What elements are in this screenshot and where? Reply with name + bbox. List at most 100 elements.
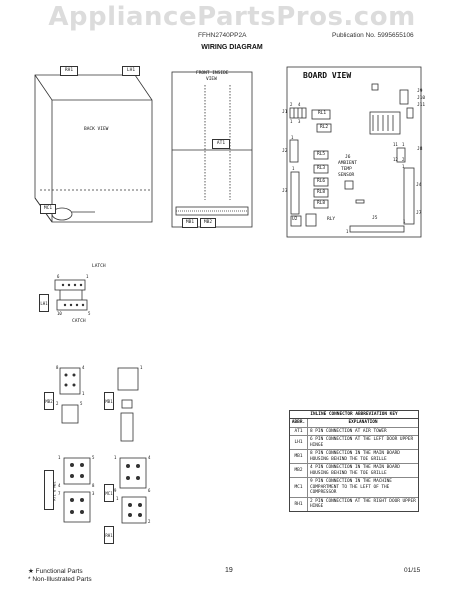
mc1-badge: MC1	[40, 204, 56, 214]
footer-functional-parts: ★ Functional Parts	[28, 568, 83, 575]
board-view-title: BOARD VIEW	[303, 71, 352, 80]
connector-j11: J11	[417, 103, 426, 108]
mb2-plug	[59, 367, 81, 395]
pin-label: 5	[88, 311, 91, 316]
key-explanation: 8 PIN CONNECTION AT AIR TOWER	[310, 428, 387, 434]
pin-label: 1	[292, 166, 295, 171]
pin-label: 1	[114, 455, 117, 460]
model-number: FFHN2740PP2A	[198, 32, 247, 39]
front-view-label-1: FRONT INSIDE	[196, 71, 229, 76]
pin-label: 1	[346, 229, 349, 234]
pin-label: 6	[57, 274, 60, 279]
connector-j4: J4	[416, 183, 422, 188]
connector-j1: J1	[282, 110, 288, 115]
pin-label: 1	[58, 455, 61, 460]
catch-label: CATCH	[72, 319, 86, 324]
publication-number: Publication No. 5995655106	[332, 32, 414, 39]
at1-badge: AT1	[212, 139, 230, 149]
pin-label: 9	[114, 488, 117, 493]
connector-j8: J8	[417, 147, 423, 152]
pin-label: 3	[92, 491, 95, 496]
table-row: RH1 2 PIN CONNECTION AT THE RIGHT DOOR U…	[290, 497, 418, 511]
pin-label: 8	[92, 483, 95, 488]
key-explanation: 9 PIN CONNECTION IN THE MACHINE COMPARTM…	[310, 479, 392, 495]
pin-label: 3	[298, 119, 301, 124]
table-row: MB1 8 PIN CONNECTION IN THE MAIN BOARD H…	[290, 450, 418, 464]
at1-mb1-detail-badge: AT1 & MB1	[44, 470, 57, 510]
pin-label: 8	[56, 365, 59, 370]
key-abbr: MB1	[290, 450, 308, 463]
key-col-abbr: ABBR.	[290, 419, 308, 427]
connector-j2: J2	[282, 149, 288, 154]
pin-label: 4	[148, 455, 151, 460]
relay-rl1: RL1	[318, 111, 327, 116]
ambient-label: AMBIENT	[338, 161, 357, 166]
pin-label: 1	[140, 365, 143, 370]
lh1-plug-top	[54, 279, 86, 291]
rly-label: RLY	[327, 217, 336, 222]
page-title: WIRING DIAGRAM	[201, 44, 263, 51]
key-explanation: 4 PIN CONNECTION IN THE MAIN BOARD HOUSI…	[310, 465, 400, 476]
connector-j3: J3	[282, 189, 288, 194]
at1-mb1-text: AT1 & MB1	[52, 481, 57, 501]
table-row: MB2 4 PIN CONNECTION IN THE MAIN BOARD H…	[290, 464, 418, 478]
pin-label: 1	[291, 135, 294, 140]
key-explanation: 8 PIN CONNECTION IN THE MAIN BOARD HOUSI…	[310, 451, 400, 462]
compressor-shape	[51, 207, 73, 221]
table-row: AT1 8 PIN CONNECTION AT AIR TOWER	[290, 427, 418, 436]
mb1-badge: MB1	[182, 218, 198, 228]
pin-label: 2	[290, 102, 293, 107]
relay-rl8b: RL8	[317, 201, 326, 206]
key-abbr: LH1	[290, 436, 308, 449]
key-abbr: MC1	[290, 478, 308, 497]
latch-label: LATCH	[92, 264, 106, 269]
pin-label: 11	[393, 142, 398, 147]
lh1-detail-badge: LH1	[39, 294, 49, 312]
at1-mb1-plug-top	[63, 457, 91, 485]
mc1-detail-badge: MC1	[104, 484, 114, 502]
relay-rl6: RL6	[317, 179, 326, 184]
pin-label: 1	[403, 219, 406, 224]
connector-j9: J9	[417, 89, 423, 94]
key-explanation: 6 PIN CONNECTION AT THE LEFT DOOR UPPER …	[310, 437, 414, 448]
front-view-outline	[171, 71, 253, 228]
back-view-cabinet-outline	[34, 74, 153, 223]
ambient-j6: J6	[345, 155, 351, 160]
pin-label: 10	[57, 311, 62, 316]
key-title: INLINE CONNECTOR ABBREVIATION KEY	[290, 411, 418, 419]
board-outline	[286, 66, 422, 238]
key-explanation: 2 PIN CONNECTION AT THE RIGHT DOOR UPPER…	[310, 498, 416, 510]
connector-j7: J7	[416, 211, 422, 216]
key-abbr: RH1	[290, 497, 308, 511]
connector-j10: J10	[417, 96, 426, 101]
key-header-row: ABBR. EXPLANATION	[290, 419, 418, 428]
key-abbr: AT1	[290, 427, 308, 435]
front-view-label-2: VIEW	[206, 77, 217, 82]
revision-date: 01/15	[404, 567, 421, 574]
mb2-badge: MB2	[200, 218, 216, 228]
key-abbr: MB2	[290, 464, 308, 477]
pin-label: 4	[298, 102, 301, 107]
page-number: 19	[225, 567, 233, 574]
u2-label: U2	[292, 217, 298, 222]
pin-label: 1	[116, 496, 119, 501]
ambient-temp: TEMP	[341, 167, 352, 172]
table-row: LH1 6 PIN CONNECTION AT THE LEFT DOOR UP…	[290, 436, 418, 450]
pin-label: 12	[393, 157, 398, 162]
pin-label: 7	[58, 491, 61, 496]
pin-label: 1	[402, 142, 405, 147]
relay-rl3: RL3	[317, 166, 326, 171]
at1-mb1-plug-bottom	[63, 491, 91, 523]
pin-label: 6	[148, 488, 151, 493]
lh1-badge: LH1	[122, 66, 140, 76]
mb2-detail-badge: MB2	[44, 392, 54, 410]
pin-label: 4	[82, 365, 85, 370]
mc1-plug-top	[119, 457, 147, 489]
table-row: MC1 9 PIN CONNECTION IN THE MACHINE COMP…	[290, 478, 418, 498]
mb1-detail-badge: MB1	[104, 392, 114, 410]
relay-rl2: RL2	[320, 125, 329, 130]
relay-rl5: RL5	[317, 152, 326, 157]
watermark: AppliancePartsPros.com	[48, 2, 416, 32]
pin-label: 2	[402, 157, 405, 162]
pin-label: 1	[86, 274, 89, 279]
